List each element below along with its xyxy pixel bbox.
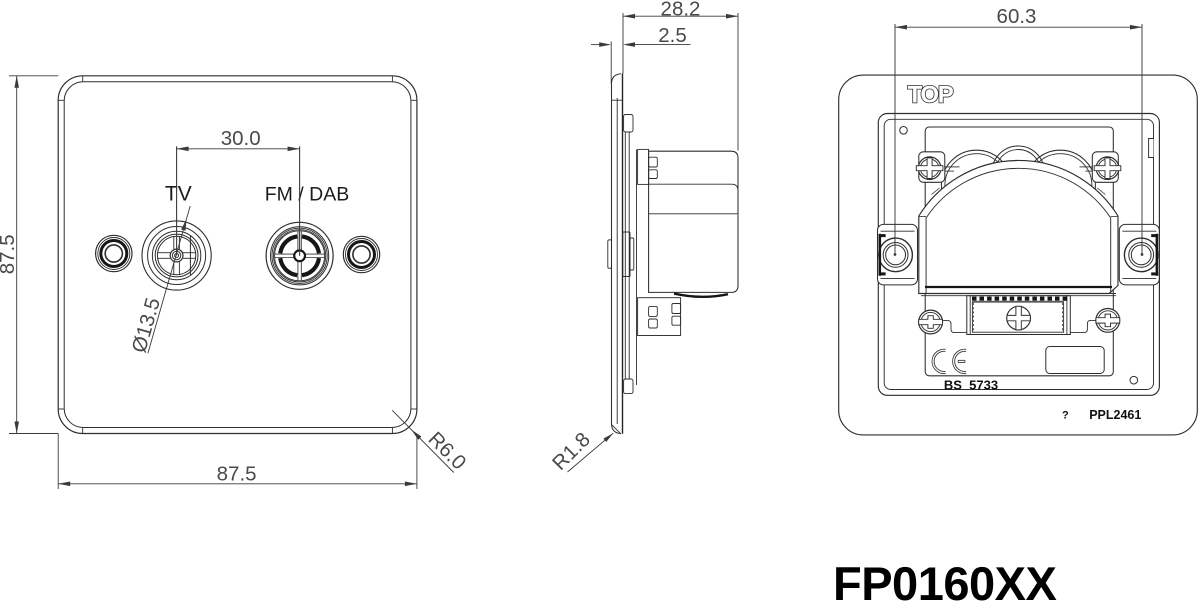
svg-text:2.5: 2.5 [658, 24, 687, 47]
svg-text:87.5: 87.5 [217, 463, 257, 486]
svg-text:BS 5733: BS 5733 [944, 378, 998, 393]
svg-text:FP0160XX: FP0160XX [833, 557, 1056, 601]
svg-text:60.3: 60.3 [997, 5, 1037, 28]
svg-text:R1.8: R1.8 [548, 428, 595, 475]
svg-text:87.5: 87.5 [0, 234, 19, 274]
svg-text:TOP: TOP [907, 82, 953, 109]
svg-text:FM / DAB: FM / DAB [265, 184, 350, 206]
svg-text:?: ? [1062, 410, 1069, 422]
svg-text:Ø13.5: Ø13.5 [127, 295, 165, 355]
svg-text:PPL2461: PPL2461 [1089, 408, 1141, 422]
svg-text:R6.0: R6.0 [424, 427, 471, 474]
svg-text:TV: TV [165, 183, 192, 206]
svg-text:30.0: 30.0 [221, 127, 261, 150]
svg-text:28.2: 28.2 [661, 0, 701, 20]
